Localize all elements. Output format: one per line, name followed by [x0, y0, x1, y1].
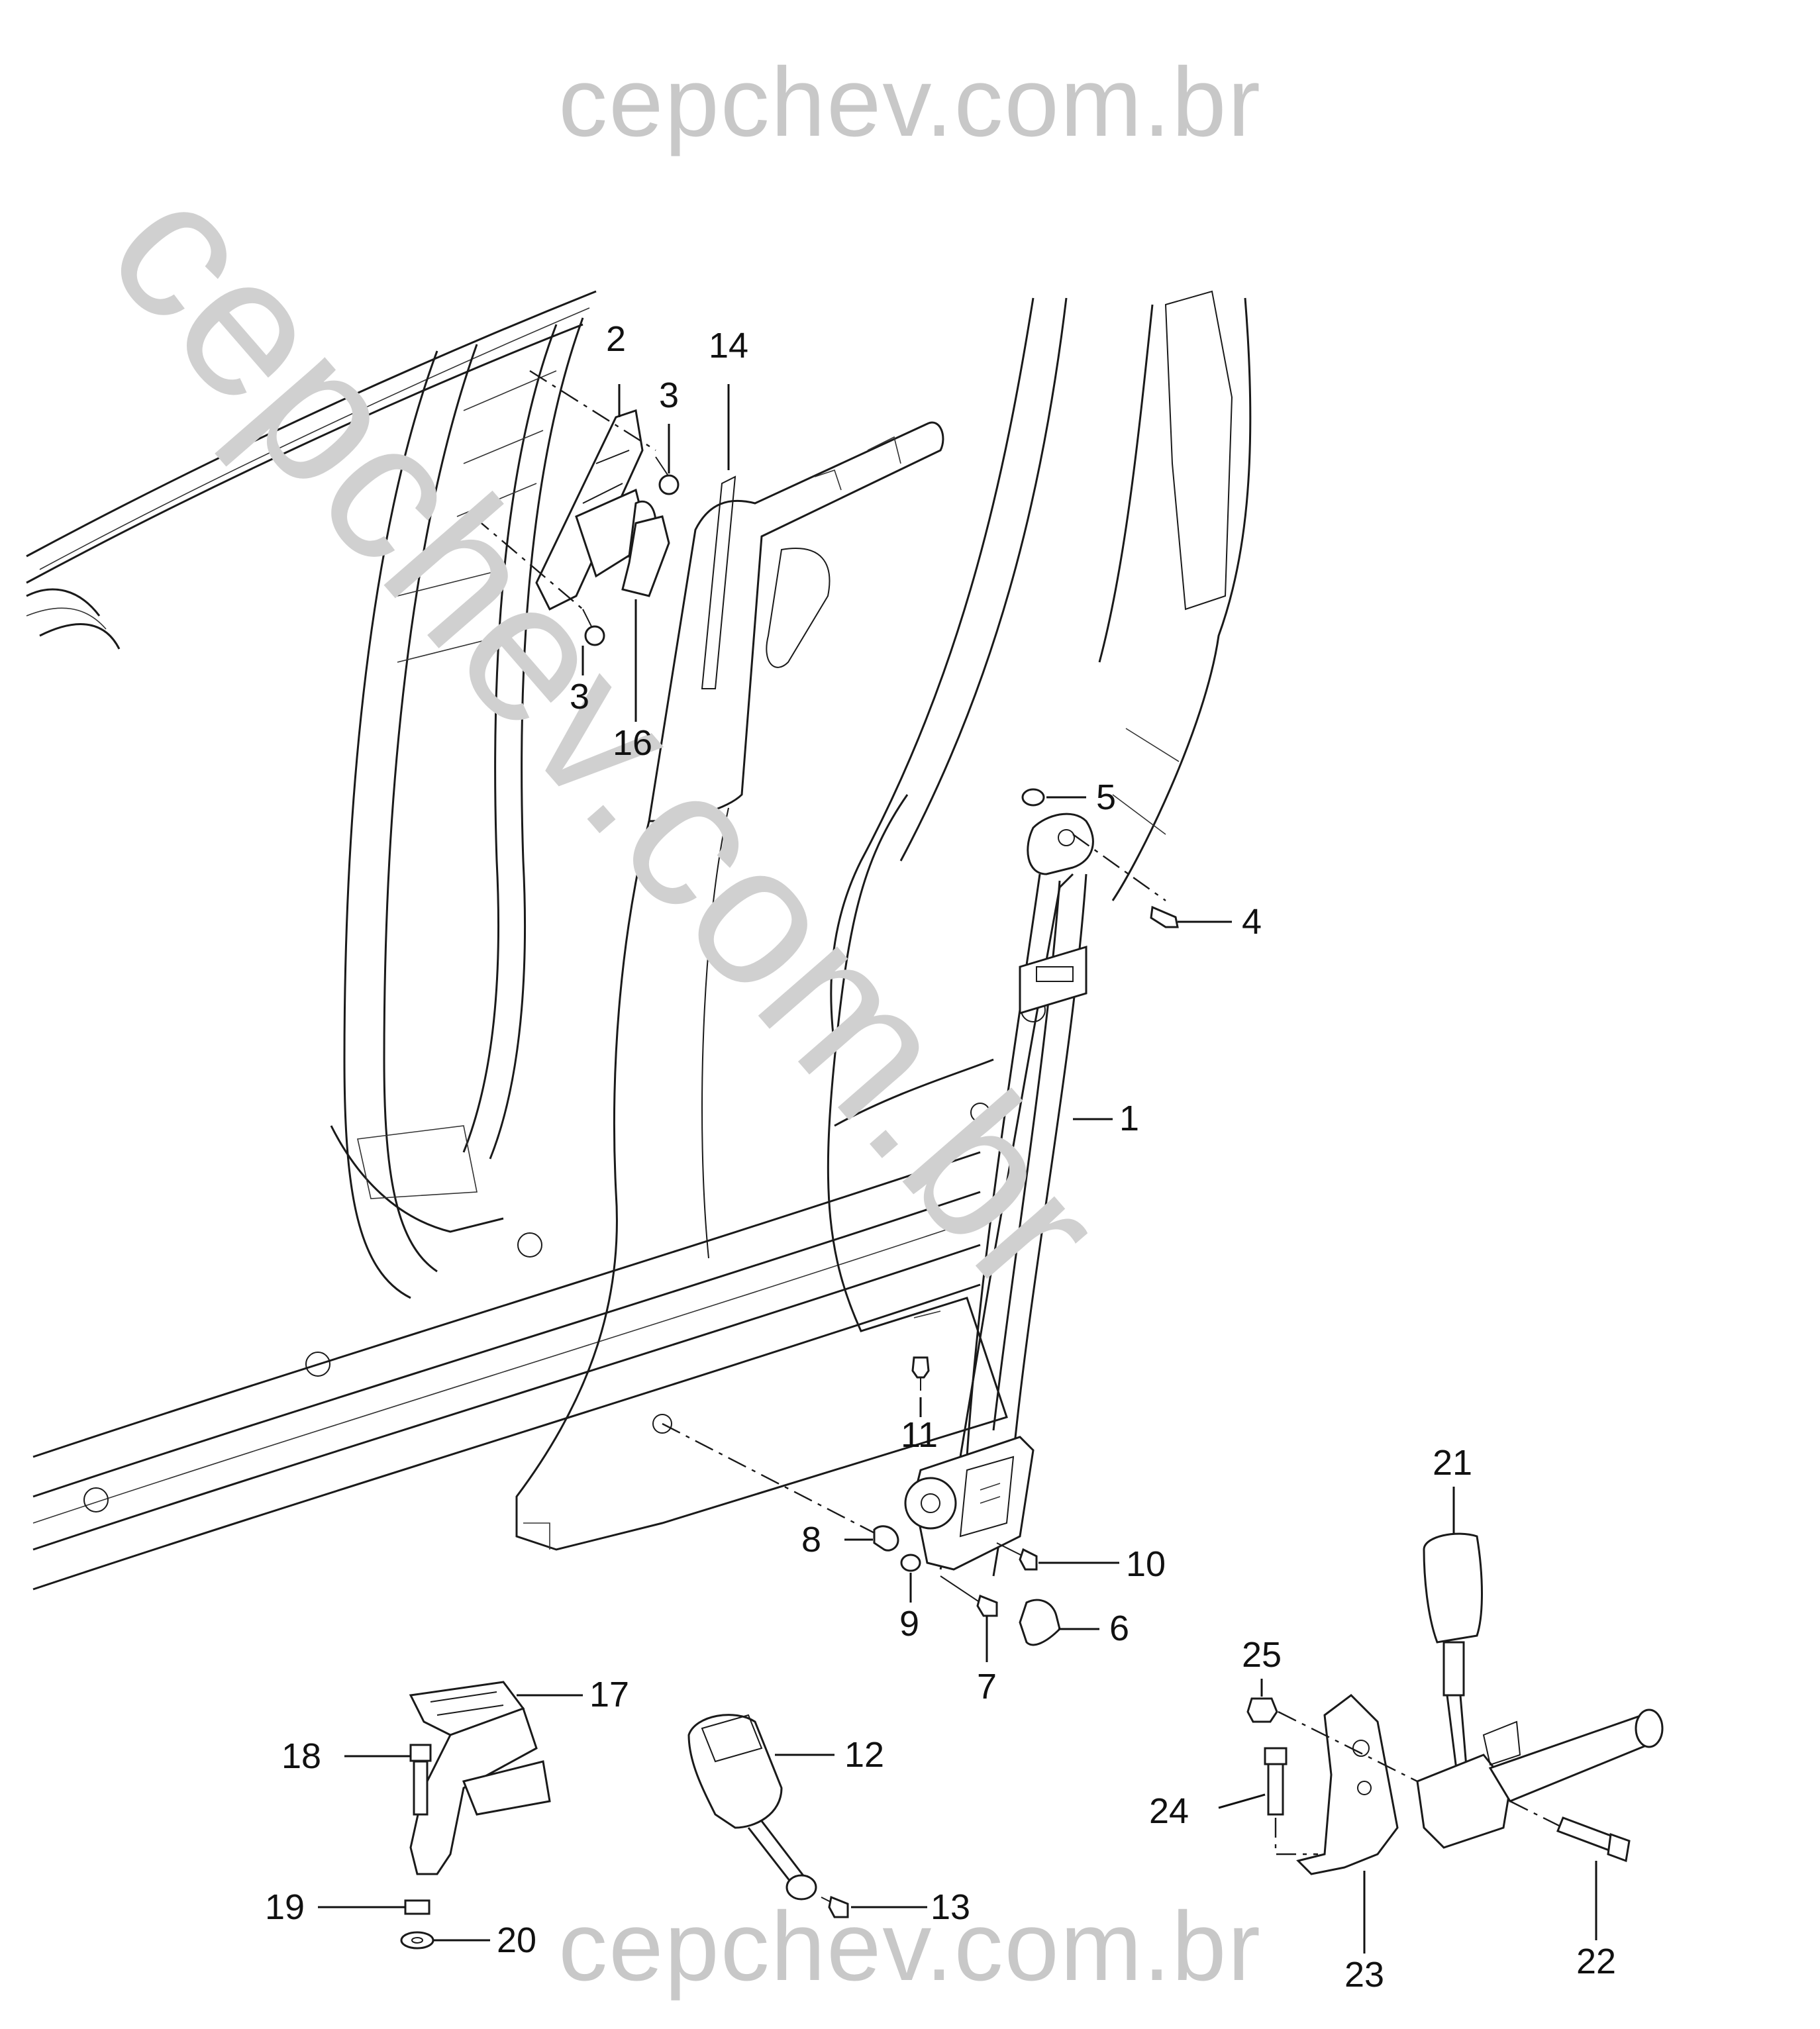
callout-11: 11: [901, 1415, 938, 1455]
callout-17: 17: [589, 1675, 630, 1714]
bolt-7: [940, 1575, 998, 1617]
buckle-bracket-17: [409, 1681, 551, 1875]
callout-7: 7: [977, 1667, 997, 1707]
callout-10: 10: [1126, 1544, 1166, 1584]
callout-12: 12: [844, 1735, 885, 1775]
callout-24: 24: [1149, 1791, 1189, 1831]
adjuster-cover-16: [621, 515, 670, 597]
bolt-13: [821, 1895, 849, 1918]
callout-3-upper: 3: [659, 375, 680, 415]
cover-6: [1019, 1599, 1061, 1646]
leader-lines: [318, 384, 1597, 1954]
callout-23: 23: [1344, 1955, 1385, 1995]
b-pillar-lower-trim: [515, 794, 1008, 1551]
watermark-top: cepchev.com.br: [558, 48, 1262, 157]
callout-4: 4: [1242, 902, 1262, 942]
callout-8: 8: [801, 1520, 822, 1559]
bolt-4: [1072, 834, 1179, 928]
spacer-8: [662, 1422, 899, 1552]
screw-3-lower: [582, 609, 605, 646]
callout-14: 14: [709, 326, 749, 366]
bracket-23: [1296, 1694, 1399, 1875]
buckle-pretensioner-21: [1416, 1532, 1664, 1849]
screw-3-upper: [655, 456, 680, 495]
callout-9: 9: [899, 1604, 920, 1644]
callout-16: 16: [613, 723, 653, 763]
bolt-22: [1509, 1800, 1631, 1863]
height-adjuster-2: [535, 409, 657, 611]
washer-9: [900, 1554, 921, 1572]
callout-6: 6: [1109, 1608, 1130, 1648]
washer-20: [400, 1931, 434, 1950]
callout-3-lower: 3: [570, 677, 590, 717]
callout-19: 19: [265, 1887, 305, 1927]
callout-13: 13: [931, 1887, 971, 1927]
watermark-bottom: cepchev.com.br: [558, 1892, 1262, 2001]
nut-25: [1246, 1697, 1418, 1783]
bolt-18: [409, 1744, 432, 1816]
body-side-structure: [26, 290, 1252, 1591]
callout-1: 1: [1119, 1099, 1140, 1138]
callout-21: 21: [1433, 1443, 1473, 1483]
nut-5: [1021, 788, 1045, 807]
callout-20: 20: [497, 1920, 537, 1960]
bolt-24: [1264, 1747, 1318, 1856]
callout-2: 2: [606, 319, 627, 359]
bolt-11: [911, 1356, 930, 1391]
bolt-10: [996, 1542, 1038, 1571]
callout-5: 5: [1096, 777, 1117, 817]
callout-22: 22: [1576, 1942, 1617, 1981]
b-pillar-upper-trim: [648, 421, 944, 822]
callout-18: 18: [281, 1736, 322, 1776]
seat-belt-buckle-12: [687, 1714, 817, 1901]
spacer-19: [404, 1899, 430, 1915]
front-seat-belt-1: [904, 813, 1094, 1577]
callout-25: 25: [1242, 1635, 1282, 1675]
